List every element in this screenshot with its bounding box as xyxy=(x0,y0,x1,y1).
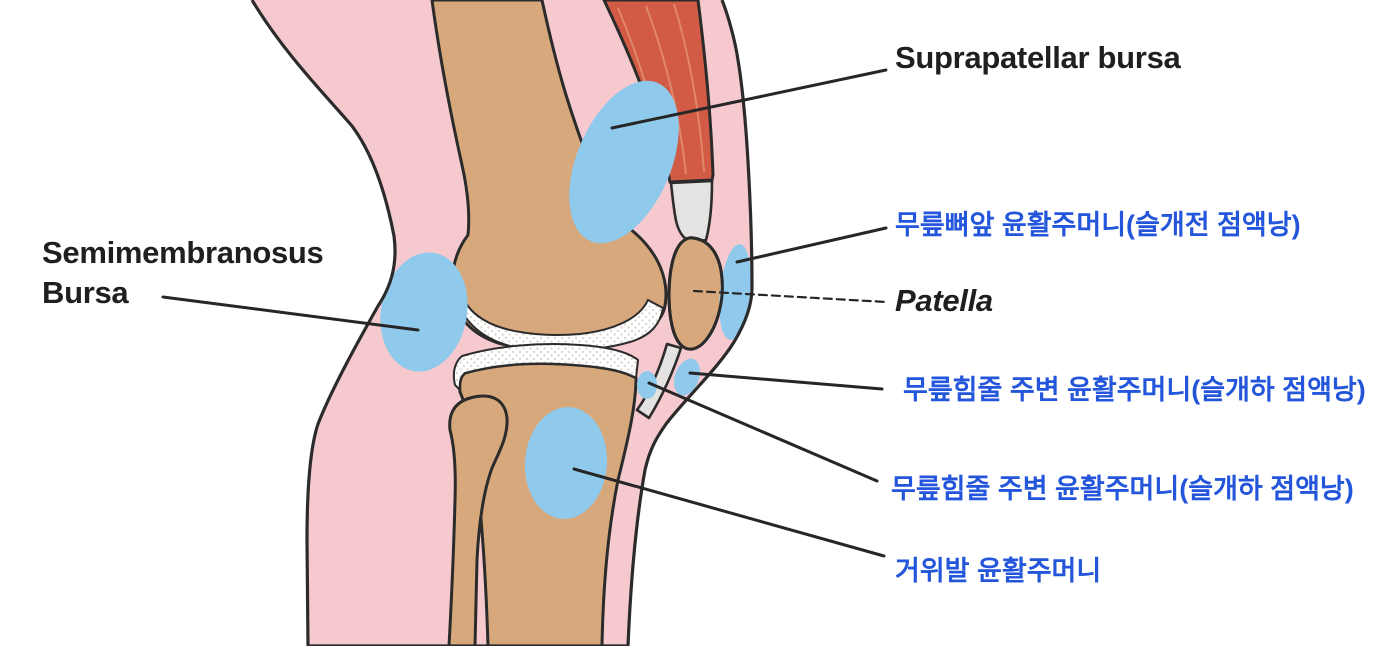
label-infrapatellar-bursa-2-kr: 무릎힘줄 주변 윤활주머니(슬개하 점액낭) xyxy=(891,474,1354,504)
patella-outline xyxy=(667,236,724,351)
label-infrapatellar-bursa-1-kr: 무릎힘줄 주변 윤활주머니(슬개하 점액낭) xyxy=(903,375,1366,405)
label-suprapatellar-bursa: Suprapatellar bursa xyxy=(895,40,1181,75)
patellar-tendon xyxy=(635,342,683,420)
label-semimembranosus-bursa: Semimembranosus Bursa xyxy=(42,233,324,313)
leader-infrapatellar-2 xyxy=(647,381,879,483)
leader-suprapatellar xyxy=(610,68,888,130)
label-prepatellar-bursa-kr: 무릎뼈앞 윤활주머니(슬개전 점액낭) xyxy=(895,210,1301,240)
suprapatellar-bursa-shape xyxy=(569,80,679,244)
label-pes-anserine-bursa-kr: 거위발 윤활주머니 xyxy=(895,556,1102,586)
superficial-infrapatellar-bursa-shape xyxy=(673,358,701,396)
leader-patella xyxy=(692,289,888,304)
leader-infrapatellar-1 xyxy=(688,371,884,391)
tibial-cartilage xyxy=(452,343,640,393)
quadriceps-tendon xyxy=(669,179,714,244)
pes-anserine-bursa-shape xyxy=(524,407,608,519)
prepatellar-bursa-shape xyxy=(719,244,751,340)
semimembranosus-bursa-shape xyxy=(380,252,468,372)
leader-pes-anserine xyxy=(572,467,886,558)
label-semimembranosus-line2: Bursa xyxy=(42,275,129,310)
deep-infrapatellar-bursa-shape xyxy=(637,371,657,399)
leader-prepatellar xyxy=(735,226,888,264)
leg-outline xyxy=(250,0,754,646)
leader-semimembranosus xyxy=(161,295,420,332)
label-patella: Patella xyxy=(895,283,993,318)
leader-lines xyxy=(161,68,888,558)
label-semimembranosus-line1: Semimembranosus xyxy=(42,235,324,270)
